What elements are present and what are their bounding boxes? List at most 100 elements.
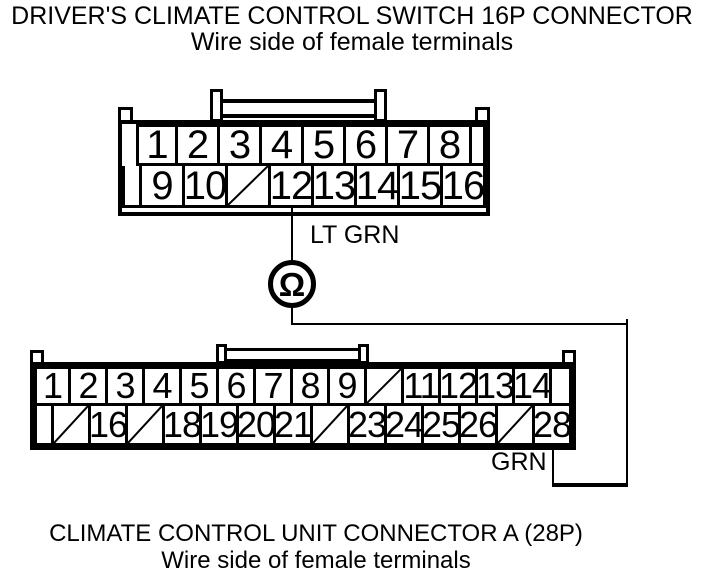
pin-number: 23 [347,403,387,445]
connector-28p-corner-tab-left [30,350,44,363]
bottom-connector-title: CLIMATE CONTROL UNIT CONNECTOR A (28P) [49,520,583,547]
pin-number: 1 [146,123,168,167]
pin-cell-crossed [367,366,404,406]
pin-number: 14 [355,163,399,208]
pin-number: 19 [199,403,239,445]
pin-cell-1: 1 [34,366,71,406]
no-terminal-slash-icon [128,406,162,443]
connector-28p-lock-bar [221,348,367,362]
pin-number: 2 [78,365,98,406]
pin-number: 3 [228,123,251,167]
pin-cell-24: 24 [385,406,424,446]
pin-cell-3: 3 [220,124,262,166]
pin-number: 3 [115,365,135,406]
pin-cell-5: 5 [304,124,346,166]
connector-16p-corner-tab-right [475,107,490,121]
wire-pin28-down [552,439,554,487]
top-connector-subtitle: Wire side of female terminals [190,28,514,56]
top-connector-title: DRIVER'S CLIMATE CONTROL SWITCH 16P CONN… [11,2,693,30]
connector-16p-lock-bar [216,99,380,118]
pin-cell-23: 23 [347,403,387,446]
pin-cell-crossed [313,406,350,446]
no-terminal-slash-icon [498,406,532,443]
wire-pin12-down [291,206,293,262]
pin-number: 4 [270,123,293,167]
pin-cell-6: 6 [346,124,388,166]
pin-number: 1 [42,365,63,406]
pin-cell-5: 5 [182,366,219,406]
pin-cell-crossed [54,406,91,446]
pin-cell-16: 16 [88,403,128,446]
pin-number: 25 [421,403,461,445]
pin-number: 26 [458,403,498,445]
pin-number: 21 [273,403,313,445]
pin-cell-11: 11 [403,366,441,406]
pin-cell-8: 8 [293,366,330,406]
pin-cell-26: 26 [458,403,498,446]
pin-cell-14: 14 [355,163,400,208]
wire-vertical-right [626,319,628,487]
pin-number: 13 [475,365,515,406]
pin-number: 7 [263,365,283,406]
pin-cell-crossed [498,406,535,446]
wire-label-lt-grn: LT GRN [310,221,400,249]
pin-number: 2 [186,123,209,167]
pin-cell-7: 7 [256,366,293,406]
pin-cell-28: 28 [532,403,572,446]
wire-meter-down [291,306,293,325]
connector-28p-lock-post-left [216,344,227,364]
pin-cell-15: 15 [398,163,443,208]
pin-cell-16: 16 [442,166,486,208]
no-terminal-slash-icon [228,166,268,205]
wire-horizontal-upper [291,323,628,325]
connector-16p-lock-post-right [374,89,387,122]
pin-number: 28 [532,403,572,445]
connector-16p-corner-tab-left [118,107,133,121]
pin-number: 14 [512,365,552,406]
pin-cell-crossed [228,166,271,208]
pin-cell-10: 10 [183,163,228,208]
pin-cell-25: 25 [421,403,461,446]
pin-cell-blank [552,366,572,406]
no-terminal-slash-icon [367,369,401,403]
pin-cell-7: 7 [388,124,430,166]
pin-number: 16 [88,403,128,445]
pin-cell-6: 6 [219,366,256,406]
pin-number: 7 [396,123,419,167]
pin-row-spacer [122,124,136,166]
connector-16p-lock-post-left [210,89,223,122]
pin-number: 10 [183,163,227,208]
wire-horizontal-lower [553,483,628,487]
pin-number: 15 [398,163,442,208]
pin-cell-13: 13 [475,365,515,406]
pin-cell-blank [34,406,54,446]
pin-number: 5 [189,365,209,406]
pin-number: 13 [312,163,356,208]
pin-cell-3: 3 [108,366,145,406]
no-terminal-slash-icon [313,406,347,443]
pin-cell-4: 4 [145,366,182,406]
pin-cell-20: 20 [236,403,276,446]
pin-cell-blank [472,124,486,166]
pin-cell-14: 14 [512,365,552,406]
pin-cell-2: 2 [178,124,220,166]
wire-label-grn: GRN [491,448,547,476]
pin-cell-8: 8 [430,124,472,166]
pin-number: 20 [236,403,276,445]
pin-number: 12 [438,365,478,406]
pin-cell-9: 9 [142,166,185,208]
connector-28p-lock-post-right [358,344,369,364]
pin-cell-2: 2 [71,366,108,406]
pin-number: 6 [226,365,246,406]
pin-cell-4: 4 [262,124,304,166]
pin-number: 5 [312,123,335,167]
pin-cell-crossed [128,406,165,446]
pin-number: 9 [337,365,357,406]
pin-number: 18 [162,403,202,445]
pin-cell-21: 21 [273,403,313,446]
